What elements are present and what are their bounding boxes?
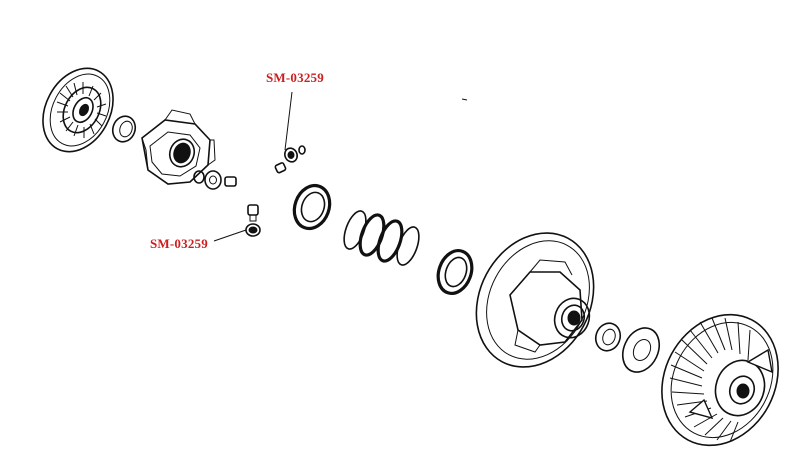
part-number-callout-top: SM-03259 (266, 70, 324, 85)
roller-pin-bottom (245, 204, 261, 237)
roller-pin-top (274, 145, 306, 174)
thrust-washer (621, 327, 661, 373)
leader-line-bottom (213, 229, 247, 242)
seal-ring-right (436, 249, 474, 295)
spider-assembly (141, 109, 216, 185)
leader-line-top (284, 91, 293, 151)
washer-stack (193, 170, 237, 190)
compression-spring (343, 210, 420, 266)
fixed-sheave-cover (42, 67, 114, 153)
fixed-sheave-fan (661, 313, 779, 447)
bushing-ring-right (594, 322, 622, 352)
bushing-ring-left (111, 115, 137, 143)
seal-ring (292, 183, 332, 231)
stray-mark (461, 98, 468, 101)
movable-sheave (475, 232, 595, 368)
part-number-callout-bottom: SM-03259 (150, 236, 208, 251)
